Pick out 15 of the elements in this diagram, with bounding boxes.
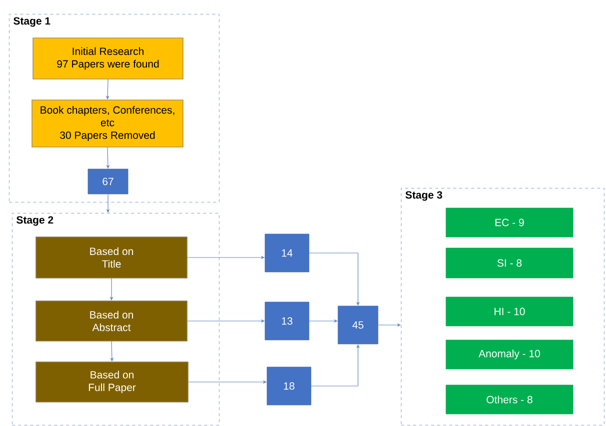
process-box: Based on Full Paper <box>36 362 188 402</box>
category-box: SI - 8 <box>446 248 574 278</box>
count-box: 18 <box>266 366 312 406</box>
category-box: HI - 10 <box>446 296 574 326</box>
process-box: Book chapters, Conferences, etc 30 Papers Removed <box>32 100 184 148</box>
category-box: EC - 9 <box>446 208 574 238</box>
count-box: 14 <box>264 234 310 272</box>
category-box: Anomaly - 10 <box>446 340 574 370</box>
count-box: 13 <box>264 302 310 340</box>
count-box: 45 <box>338 306 378 344</box>
process-box: Initial Research 97 Papers were found <box>32 38 184 80</box>
process-box: Based on Title <box>36 236 188 278</box>
process-box: Based on Abstract <box>36 300 188 342</box>
category-box: Others - 8 <box>446 384 574 414</box>
count-box: 67 <box>88 168 128 194</box>
